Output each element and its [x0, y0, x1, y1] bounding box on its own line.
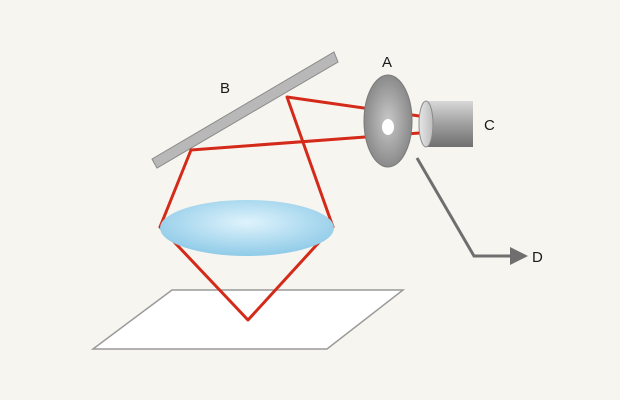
signal-arrow [415, 157, 528, 265]
laser-beam-path [158, 95, 434, 322]
label-a: A [382, 54, 392, 71]
label-b: B [220, 80, 230, 97]
lens [160, 200, 334, 256]
aperture-a [363, 74, 413, 168]
detector-c [418, 100, 473, 148]
detector-face [418, 100, 434, 148]
signal-line [415, 157, 515, 258]
arrow-head-icon [510, 247, 528, 265]
laser-beams [158, 95, 434, 322]
mirror-b [151, 51, 339, 169]
detector-body [426, 101, 473, 147]
aperture-pinhole [382, 119, 394, 135]
label-c: C [484, 117, 495, 134]
label-d: D [532, 249, 543, 266]
